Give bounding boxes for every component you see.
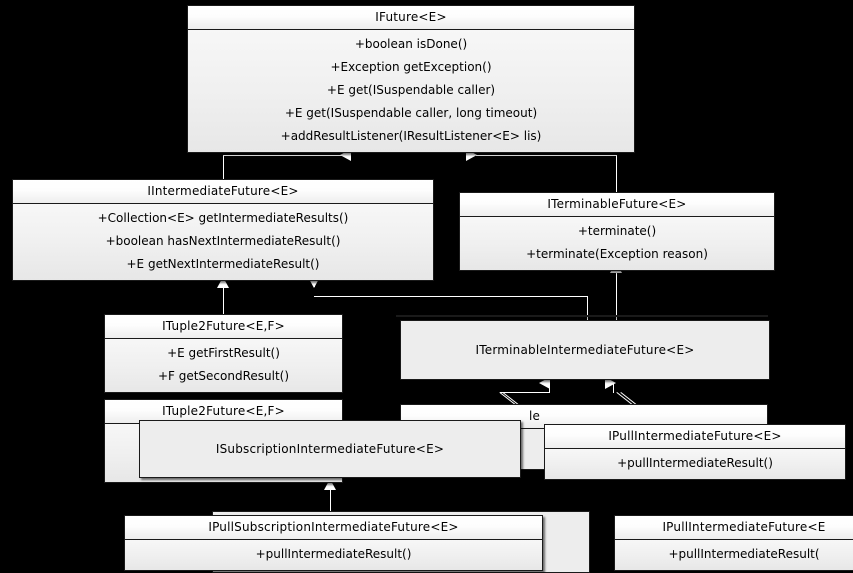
class-members-ifuture: +boolean isDone() +Exception getExceptio… [188,30,634,152]
class-name-ifuture: IFuture<E> [188,6,634,30]
class-name-iintermediatefuture: IIntermediateFuture<E> [13,180,433,204]
class-box-iterminablefuture[interactable]: ITerminableFuture<E> +terminate() +termi… [459,192,775,271]
class-members-iintermediatefuture: +Collection<E> getIntermediateResults() … [13,204,433,280]
class-member: +E getNextIntermediateResult() [126,257,320,271]
class-box-ifuture[interactable]: IFuture<E> +boolean isDone() +Exception … [187,5,635,153]
class-member: +boolean isDone() [354,37,468,51]
class-member: +pullIntermediateResult() [617,456,773,470]
class-member: +E get(ISuspendable caller) [326,83,496,97]
class-member: +pullIntermediateResult() [255,547,412,561]
edge-line-iterminable-to-ifuture [616,155,617,193]
class-box-ituple2future-upper[interactable]: ITuple2Future<E,F> +E getFirstResult() +… [104,314,343,393]
class-members-ipullsubscriptionintermediatefuture: +pullIntermediateResult() [125,540,542,570]
edge-line-iintermediate-to-ifuture [223,155,224,180]
class-box-ipullsubscriptionintermediatefuture[interactable]: IPullSubscriptionIntermediateFuture<E> +… [124,515,543,571]
class-name-isubscriptionintermediatefuture: ISubscriptionIntermediateFuture<E> [215,441,445,456]
class-member: +F getSecondResult() [157,369,290,383]
edge-line-iterminableintermediate-to-iterminable [616,262,617,320]
class-box-blank-behind-upper[interactable] [396,315,768,317]
edge-line-iterminableintermediate-to-iintermediate-h [314,296,587,297]
class-box-iterminableintermediatefuture[interactable]: ITerminableIntermediateFuture<E> [400,320,770,380]
class-name-ipullsubscriptionintermediatefuture: IPullSubscriptionIntermediateFuture<E> [125,516,542,540]
class-members-ipullintermediatefuture-upper: +pullIntermediateResult() [545,449,845,479]
class-member: +pullIntermediateResult( [668,547,820,561]
class-member: +Exception getException() [330,60,492,74]
arrowhead-isubscription-to-iti [539,377,550,389]
arrowhead-iterminableintermediate-to-iintermediate [308,277,320,288]
class-member: +addResultListener(IResultListener<E> li… [280,129,542,143]
class-box-iintermediatefuture[interactable]: IIntermediateFuture<E> +Collection<E> ge… [12,179,434,281]
edge-line-ituple2-to-iintermediate [223,277,224,315]
class-name-ipullintermediatefuture-lower: IPullIntermediateFuture<E [615,516,853,540]
class-box-isubscriptionintermediatefuture[interactable]: ISubscriptionIntermediateFuture<E> [139,420,521,478]
class-name-iterminableintermediatefuture: ITerminableIntermediateFuture<E> [475,342,695,357]
arrowhead-iintermediate-to-ifuture [340,149,351,161]
edge-line-ipullsubscription-to-isubscription [330,479,331,515]
class-members-ituple2future-upper: +E getFirstResult() +F getSecondResult() [105,339,342,392]
edge-line-iterminable-to-ifuture-h [476,155,617,156]
edge-line-iintermediate-to-ifuture-h [223,155,350,156]
class-name-ituple2future-upper: ITuple2Future<E,F> [105,315,342,339]
class-member: +terminate() [577,224,657,238]
class-member: +Collection<E> getIntermediateResults() [97,211,349,225]
class-members-iterminablefuture: +terminate() +terminate(Exception reason… [460,217,774,270]
class-box-ipullintermediatefuture-upper[interactable]: IPullIntermediateFuture<E> +pullIntermed… [544,424,846,480]
class-member: +E getFirstResult() [167,346,280,360]
arrowhead-iterminable-to-ifuture [466,149,477,161]
class-members-ipullintermediatefuture-lower: +pullIntermediateResult( [615,540,853,570]
arrowhead-ipull-to-iti [605,377,616,389]
class-member: +E get(ISuspendable caller, long timeout… [284,106,538,120]
arrowhead-ituple2-to-iintermediate [217,277,229,288]
arrowhead-ipullsubscription-to-isubscription [324,479,336,490]
class-member: +boolean hasNextIntermediateResult() [105,234,341,248]
class-member: +terminate(Exception reason) [526,247,708,261]
class-box-ipullintermediatefuture-lower[interactable]: IPullIntermediateFuture<E +pullIntermedi… [614,515,853,571]
edge-line-isubscription-to-iti-h [500,392,550,393]
edge-line-iterminableintermediate-to-iintermediate-v2 [587,296,588,320]
class-name-ipullintermediatefuture-upper: IPullIntermediateFuture<E> [545,425,845,449]
class-name-iterminablefuture: ITerminableFuture<E> [460,193,774,217]
